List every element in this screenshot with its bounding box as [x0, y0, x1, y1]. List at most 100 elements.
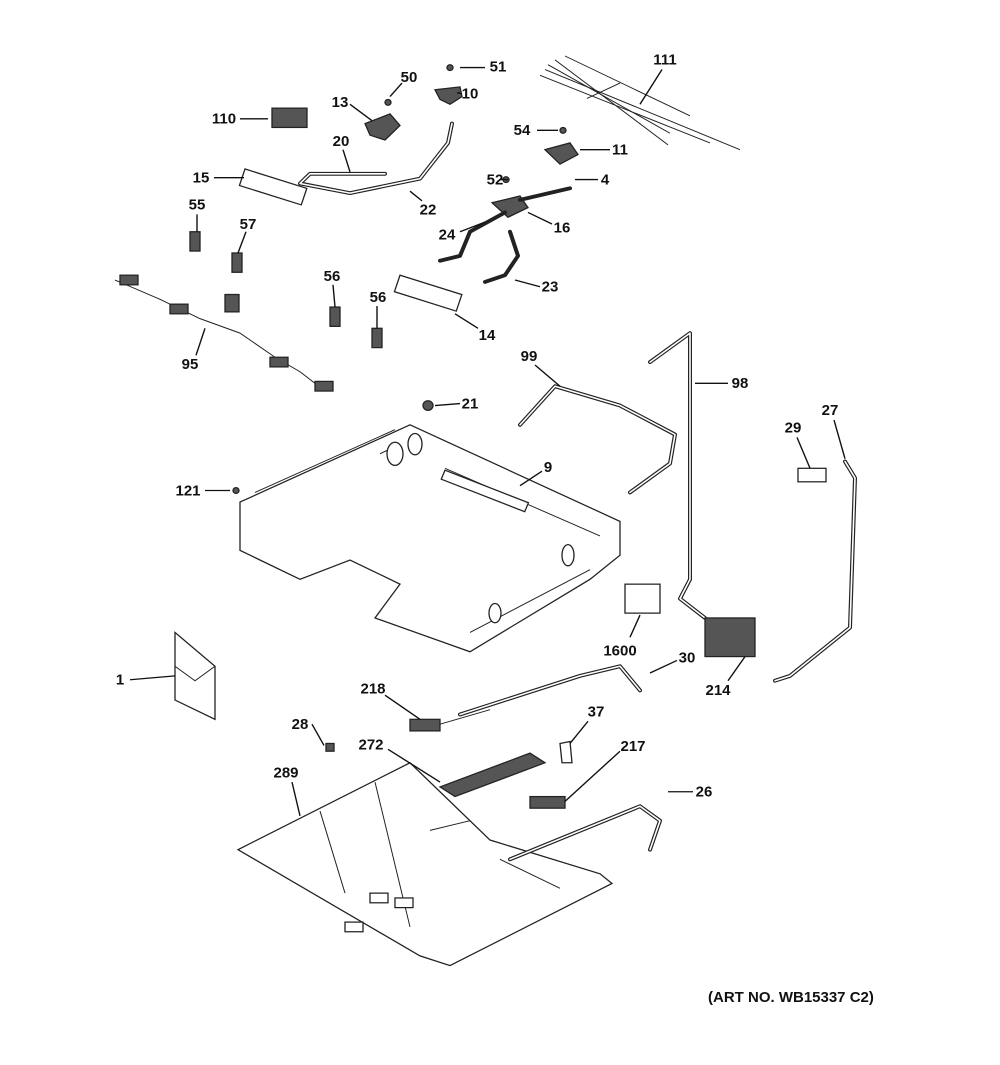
leader-line-30 — [649, 659, 678, 674]
leader-line-56 — [332, 284, 336, 308]
part-11-burner-head — [543, 142, 579, 165]
callout-22[interactable]: 22 — [420, 203, 437, 219]
callout-99[interactable]: 99 — [521, 349, 538, 365]
callout-28[interactable]: 28 — [292, 717, 309, 733]
callout-95[interactable]: 95 — [182, 357, 199, 373]
part-1-literature — [174, 631, 216, 721]
part-14-bracket — [393, 274, 463, 312]
callout-214[interactable]: 214 — [705, 683, 731, 699]
leader-line-23 — [514, 279, 541, 288]
leader-line-21 — [434, 402, 461, 407]
leader-line-14 — [454, 313, 479, 329]
part-95-harness — [114, 279, 326, 392]
part-37-bracket — [559, 740, 573, 764]
callout-218[interactable]: 218 — [360, 681, 385, 697]
callout-56[interactable]: 56 — [370, 290, 387, 306]
callout-1600[interactable]: 1600 — [603, 644, 636, 660]
part-15-bracket — [238, 168, 308, 206]
part-110-switch — [271, 107, 308, 129]
leader-line-1600 — [629, 614, 641, 638]
callout-289[interactable]: 289 — [273, 765, 298, 781]
callout-51[interactable]: 51 — [490, 60, 507, 76]
callout-15[interactable]: 15 — [193, 171, 210, 187]
callout-29[interactable]: 29 — [785, 421, 802, 437]
leader-line-27 — [833, 419, 846, 459]
callout-14[interactable]: 14 — [479, 328, 496, 344]
callout-52[interactable]: 52 — [487, 173, 504, 189]
leader-line-57 — [237, 231, 247, 254]
part-56-valve-2 — [371, 327, 383, 349]
leader-line-37 — [569, 720, 589, 744]
part-28-clip — [325, 742, 335, 752]
part-57-valve — [231, 252, 243, 273]
leader-line-99 — [534, 364, 561, 387]
part-56-valve — [329, 306, 341, 327]
part-289-bottom-shield — [236, 762, 614, 967]
leader-line-217 — [564, 750, 621, 802]
callout-57[interactable]: 57 — [240, 217, 257, 233]
part-1600-valve — [624, 583, 661, 614]
leader-line-214 — [727, 656, 746, 682]
leader-line-13 — [349, 103, 373, 122]
callout-26[interactable]: 26 — [696, 785, 713, 801]
part-30-oven-burner — [458, 664, 642, 717]
leader-line-218 — [384, 694, 421, 720]
art-number: (ART NO. WB15337 C2) — [708, 989, 874, 1006]
leader-line-289 — [291, 781, 301, 817]
callout-1[interactable]: 1 — [116, 673, 124, 689]
leader-line-95 — [195, 328, 206, 356]
leader-line-1 — [129, 675, 176, 681]
leader-line-111 — [639, 69, 663, 105]
callout-111[interactable]: 111 — [653, 53, 676, 69]
leader-line-16 — [527, 211, 553, 225]
callout-24[interactable]: 24 — [439, 228, 456, 244]
callout-20[interactable]: 20 — [333, 134, 350, 150]
part-10-burner-head — [434, 86, 463, 106]
part-21-screw — [422, 400, 434, 411]
callout-54[interactable]: 54 — [514, 123, 531, 139]
part-218-igniter — [409, 718, 441, 732]
leader-line-9 — [519, 470, 543, 487]
leader-line-22 — [409, 190, 423, 202]
callout-55[interactable]: 55 — [189, 198, 206, 214]
parts-drawing — [114, 55, 857, 967]
callout-labels: 51 50 10 111 13 110 54 11 20 15 52 4 22 55 57 16 24 23 56 5… — [116, 53, 846, 817]
leader-line-10 — [456, 92, 463, 95]
callout-37[interactable]: 37 — [588, 705, 605, 721]
part-272-bake-burner — [438, 752, 547, 798]
callout-98[interactable]: 98 — [732, 376, 749, 392]
callout-272[interactable]: 272 — [358, 737, 383, 753]
leader-line-272 — [387, 748, 441, 783]
callout-9[interactable]: 9 — [544, 460, 552, 476]
callout-56[interactable]: 56 — [324, 269, 341, 285]
part-55-valve — [189, 231, 201, 252]
leader-line-20 — [342, 149, 351, 173]
callout-13[interactable]: 13 — [332, 95, 349, 111]
leader-line-29 — [796, 437, 811, 469]
callout-30[interactable]: 30 — [679, 651, 696, 667]
leader-line-50 — [389, 82, 403, 97]
part-217-igniter — [529, 795, 566, 809]
callout-11[interactable]: 11 — [612, 143, 628, 159]
callout-27[interactable]: 27 — [822, 403, 839, 419]
leader-line-28 — [311, 723, 325, 746]
part-9-burner-box — [239, 424, 621, 653]
callout-4[interactable]: 4 — [601, 173, 610, 189]
callout-23[interactable]: 23 — [542, 280, 559, 296]
leader-line-24 — [459, 221, 486, 233]
part-214-regulator — [704, 617, 756, 658]
part-26-broil-burner — [508, 804, 662, 862]
callout-21[interactable]: 21 — [462, 397, 479, 413]
callout-110[interactable]: 110 — [212, 112, 236, 128]
part-13-burner-head — [364, 113, 401, 141]
callout-10[interactable]: 10 — [462, 87, 479, 103]
callout-50[interactable]: 50 — [401, 70, 418, 86]
callout-217[interactable]: 217 — [620, 739, 645, 755]
part-111-wires — [539, 55, 741, 151]
callout-121[interactable]: 121 — [175, 484, 200, 500]
part-121-screw — [232, 486, 240, 495]
part-29-fitting — [797, 467, 827, 483]
callout-16[interactable]: 16 — [554, 221, 571, 237]
